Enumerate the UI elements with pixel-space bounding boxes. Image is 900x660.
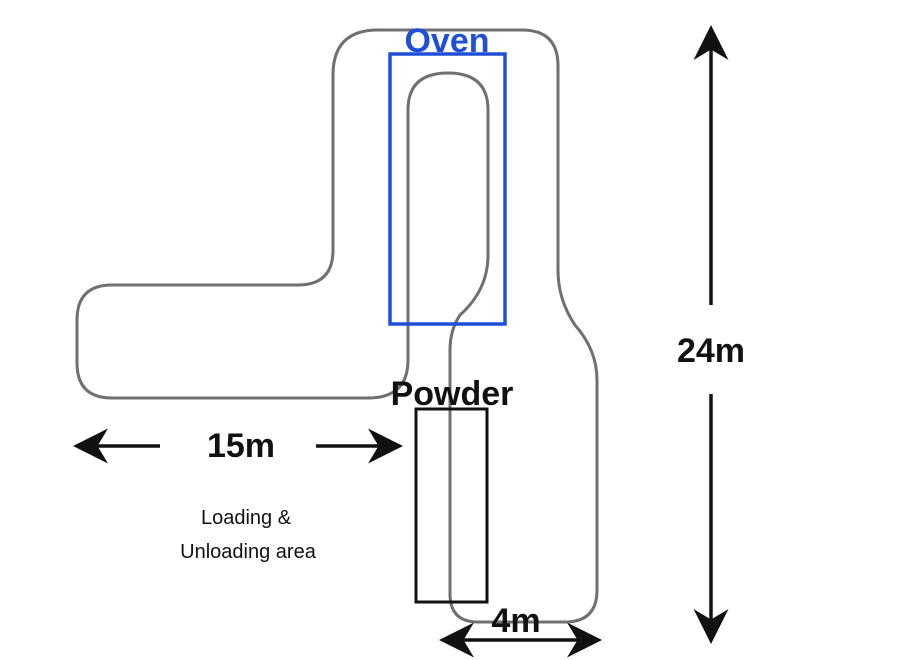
area-label-line1: Loading & xyxy=(201,507,292,529)
powder-label: Powder xyxy=(391,375,514,413)
area-label-line2: Unloading area xyxy=(180,541,317,563)
oven-box xyxy=(388,52,507,326)
oven-label: Oven xyxy=(404,22,489,60)
width-dimension-label: 15m xyxy=(207,427,275,465)
conveyor-track-outline xyxy=(75,28,599,624)
lane-dimension-label: 4m xyxy=(491,602,540,640)
height-dimension-label: 24m xyxy=(677,332,745,370)
powder-box xyxy=(414,407,489,604)
